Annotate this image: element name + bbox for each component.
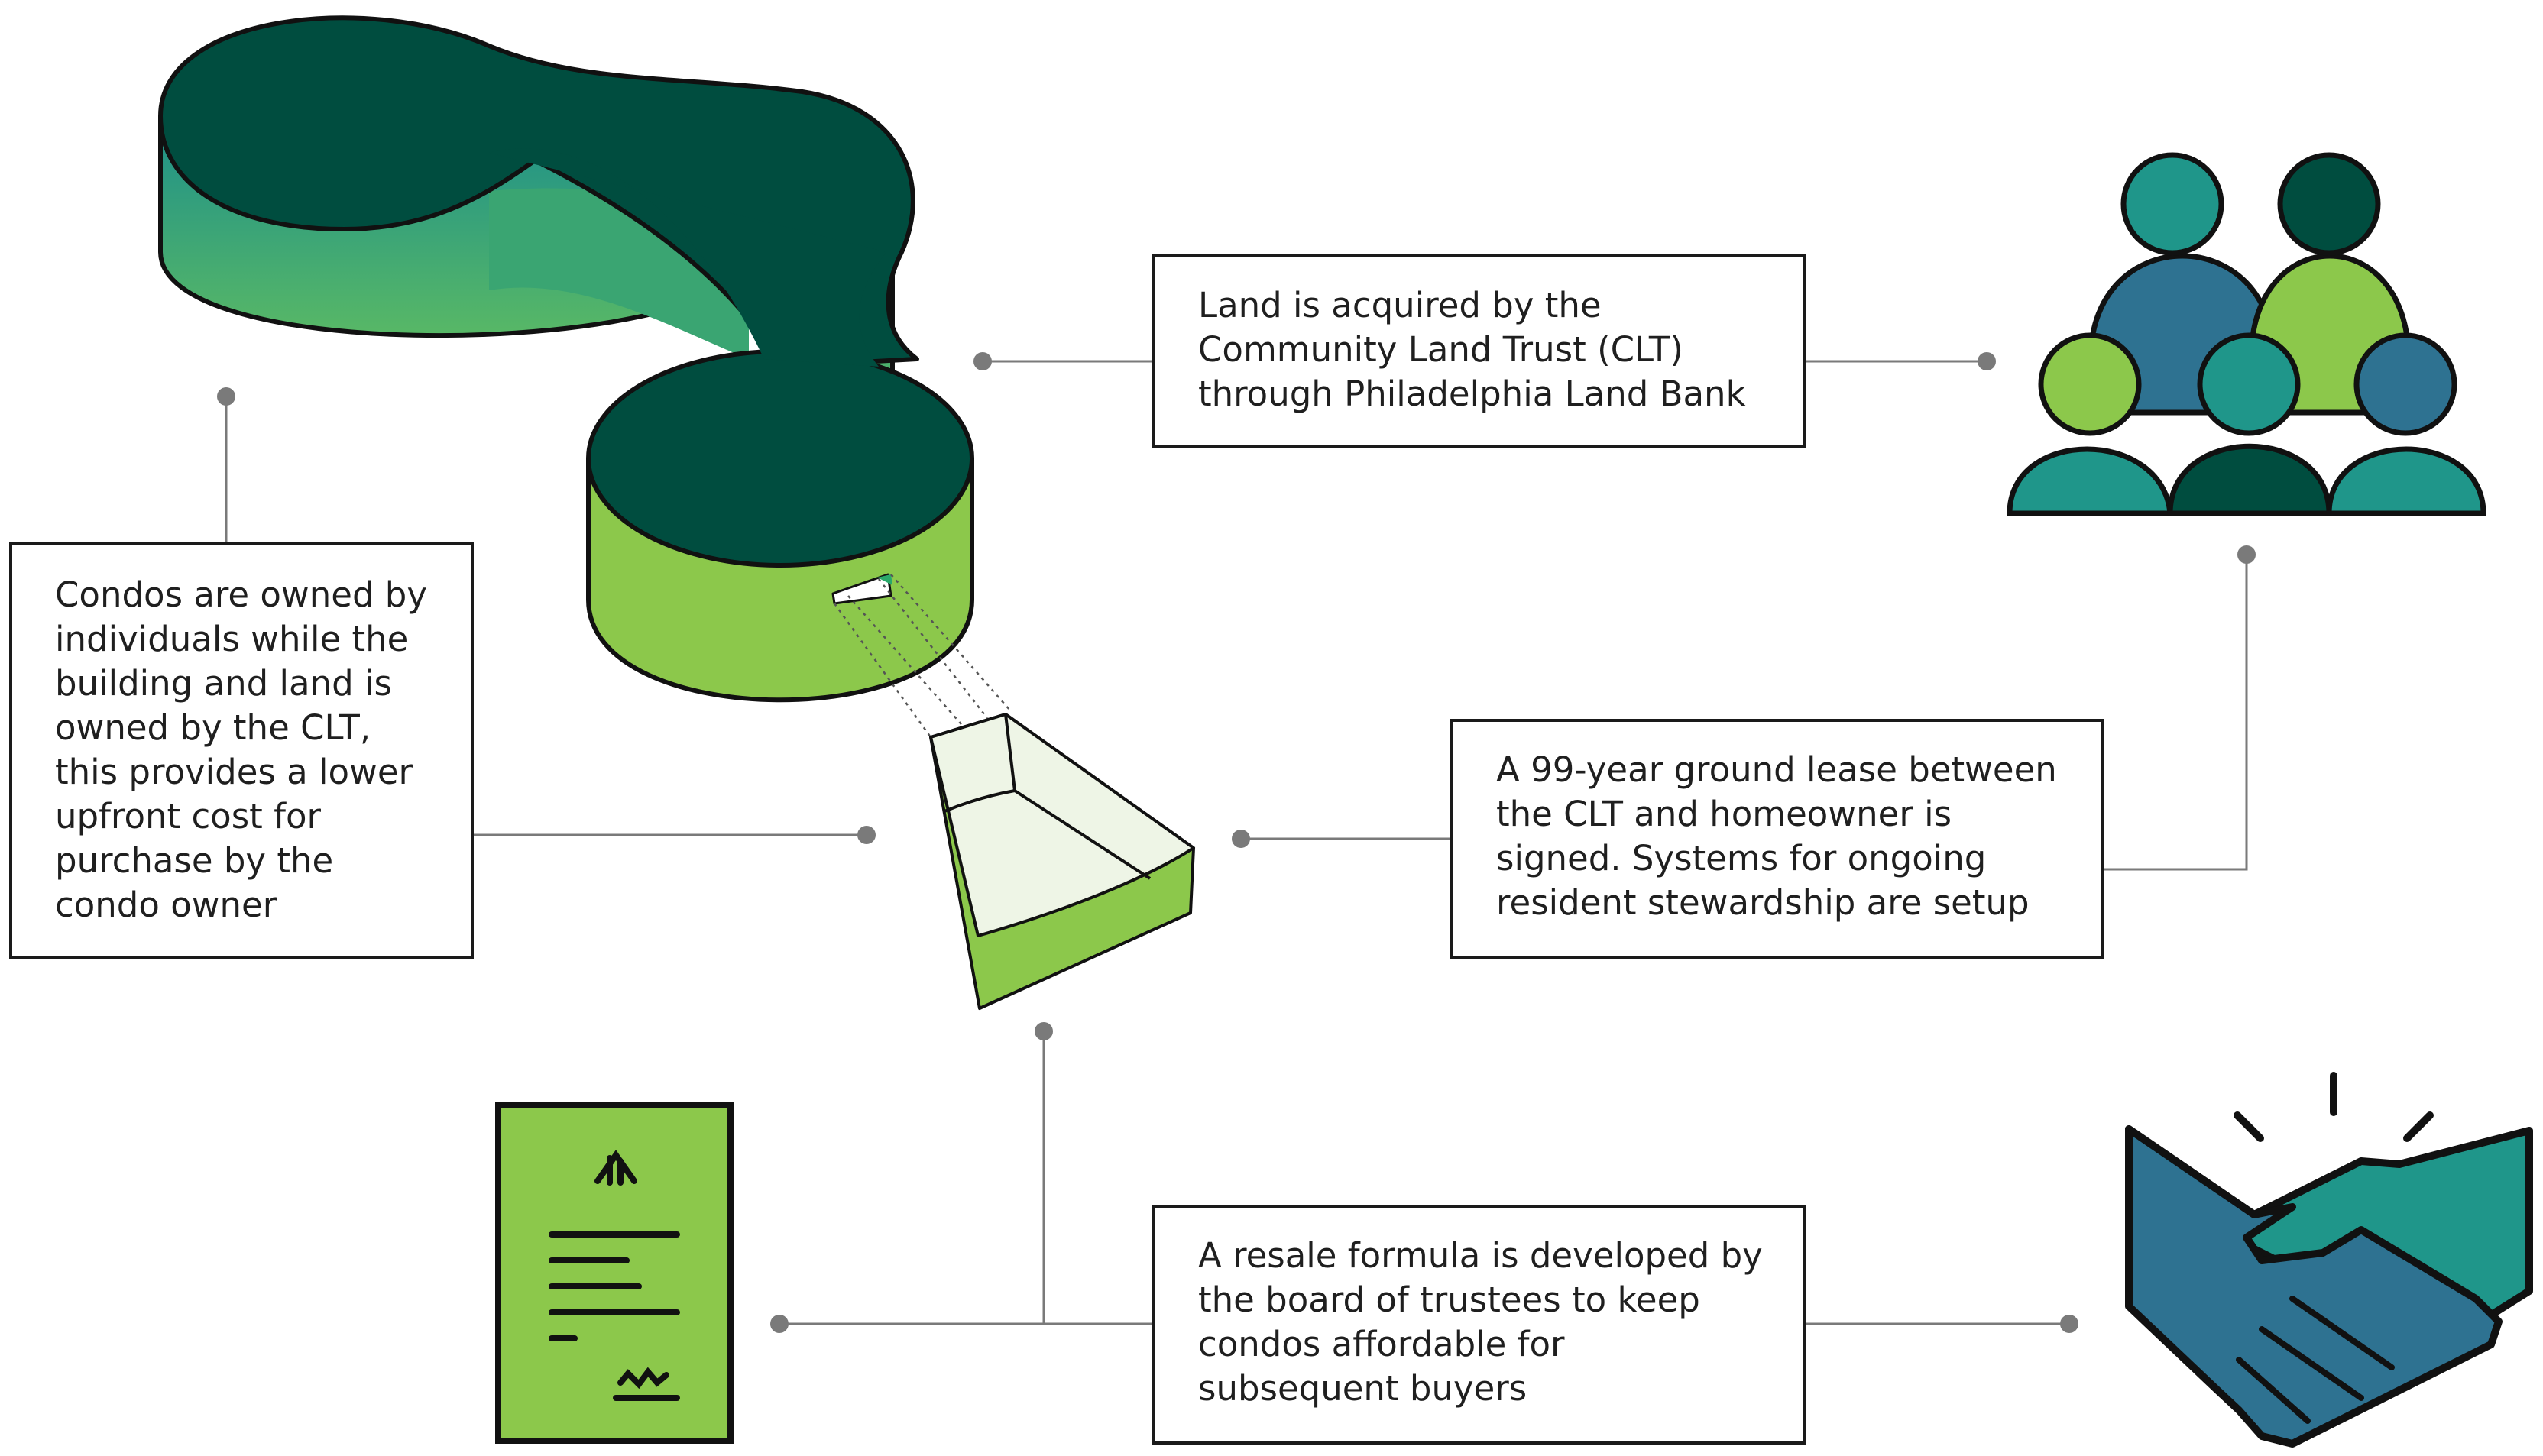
land-parcel-icon — [158, 15, 974, 703]
connectors — [225, 360, 2248, 1325]
handshake-icon — [2125, 1072, 2533, 1448]
lot-slice-icon — [929, 713, 1195, 1010]
land-acquisition-text: Land is acquired by the Community Land T… — [1198, 285, 1746, 414]
projection-lines — [833, 574, 1011, 738]
ground-lease-text: A 99-year ground lease between the CLT a… — [1496, 749, 2057, 923]
connector-lease-people — [2104, 555, 2248, 871]
resale-formula-box: A resale formula is developed by the boa… — [1152, 1205, 1806, 1445]
connector-dots — [217, 352, 2256, 1333]
land-acquisition-box: Land is acquired by the Community Land T… — [1152, 254, 1806, 448]
document-icon — [495, 1102, 734, 1444]
condo-ownership-text: Condos are owned by individuals while th… — [55, 574, 428, 925]
ground-lease-box: A 99-year ground lease between the CLT a… — [1450, 719, 2104, 959]
condo-ownership-box: Condos are owned by individuals while th… — [9, 542, 474, 959]
community-people-icon — [2007, 152, 2486, 516]
resale-formula-text: A resale formula is developed by the boa… — [1198, 1235, 1763, 1409]
